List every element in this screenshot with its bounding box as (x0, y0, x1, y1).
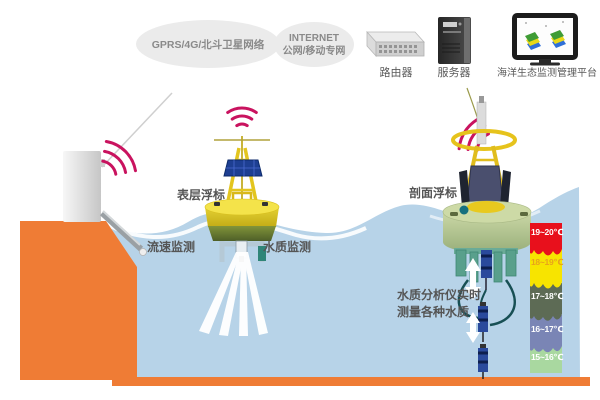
sensor-cable-right (489, 279, 516, 327)
station-signal-icon (101, 140, 137, 176)
shore-station (63, 92, 173, 256)
profiling-arrow-icon (465, 258, 481, 343)
platform-label: 海洋生态监测管理平台 (497, 68, 597, 79)
flow-monitoring-label: 流速监测 (147, 240, 196, 254)
water-quality-sensor-3 (478, 344, 488, 379)
temp-band-2 (530, 248, 562, 289)
deck-hub (467, 201, 505, 213)
buoy-deck (204, 198, 280, 216)
frame-sensor-teal (258, 246, 266, 261)
water-quality-sensor-2 (478, 302, 488, 342)
temp-band-4 (530, 315, 562, 353)
temp-band-3 (530, 283, 562, 321)
instrument-housing (466, 165, 504, 207)
sensor-mast (476, 101, 487, 145)
analyzer-note-line2: 测量各种水质 (397, 305, 470, 319)
map-layers-icon (525, 21, 566, 50)
satellite-network-label: GPRS/4G/北斗卫星网络 (151, 38, 265, 51)
launch-ramp (99, 210, 144, 252)
surface-buoy (199, 106, 280, 336)
router-label: 路由器 (379, 67, 413, 79)
platform-monitor-icon (512, 13, 578, 66)
buoy-hull (443, 212, 531, 253)
temp-band-3-label: 17~18℃ (531, 291, 564, 301)
temp-band-4-label: 16~17℃ (531, 324, 564, 334)
tower-legs (225, 147, 259, 207)
sonar-beams (199, 252, 268, 336)
solar-grid (226, 160, 260, 176)
server-icon (438, 17, 471, 64)
analyzer-note-line1: 水质分析仪实时 (397, 288, 482, 302)
analyzer-note: 水质分析仪实时 测量各种水质 (397, 287, 481, 321)
antenna-bracket (100, 159, 105, 167)
router-icon (366, 30, 425, 58)
seabed (112, 377, 590, 386)
ramp-ball (139, 248, 147, 256)
shore-land (20, 221, 137, 380)
temp-band-5-label: 15~16℃ (531, 352, 564, 362)
temp-band-1 (530, 223, 562, 256)
water-quality-monitoring-label: 水质监测 (263, 240, 312, 254)
temperature-profile-column (530, 223, 562, 373)
buoy-hull-green (208, 226, 276, 241)
buoy-signal-icon (226, 106, 258, 128)
deck-handle (231, 191, 253, 199)
satellite-network-bubble: GPRS/4G/北斗卫星网络 (136, 20, 280, 68)
profile-buoy (442, 87, 532, 379)
guard-ring (451, 129, 517, 151)
temp-band-2-label: 18~19℃ (531, 257, 564, 267)
surface-buoy-label: 表层浮标 (177, 188, 226, 202)
internet-bubble: INTERNET 公网/移动专网 (274, 22, 354, 67)
server-label: 服务器 (437, 67, 471, 79)
profile-buoy-label: 剖面浮标 (409, 186, 458, 200)
water-quality-sensor-1 (481, 250, 492, 290)
internet-label-line2: 公网/移动专网 (282, 45, 346, 57)
internet-label-line1: INTERNET (289, 32, 339, 44)
temp-band-1-label: 19~20℃ (531, 227, 564, 237)
